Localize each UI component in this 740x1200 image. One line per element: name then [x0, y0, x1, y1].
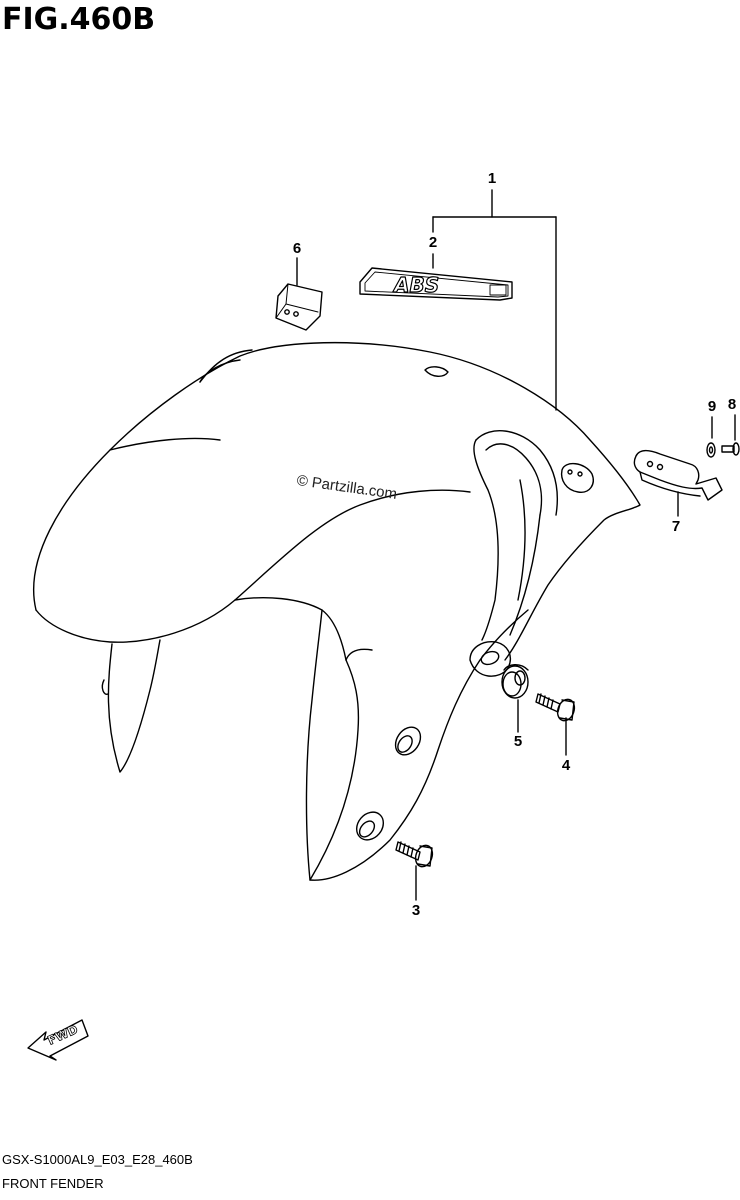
screw-8	[721, 442, 740, 456]
abs-decal-text: ABS	[392, 273, 439, 297]
fwd-arrow-label: FWD	[46, 1022, 80, 1048]
callout-3: 3	[411, 902, 421, 919]
callout-4: 4	[561, 757, 571, 774]
callout-1: 1	[487, 170, 497, 187]
bracket-6	[275, 283, 323, 331]
callout-5: 5	[513, 733, 523, 750]
callout-9: 9	[707, 398, 717, 415]
callout-7: 7	[671, 518, 681, 535]
callout-6: 6	[292, 240, 302, 257]
front-fender	[32, 341, 641, 881]
callout-8: 8	[727, 396, 737, 413]
part-name: FRONT FENDER	[2, 1176, 104, 1191]
callout-2: 2	[428, 234, 438, 251]
washer-9	[706, 442, 716, 458]
figure-title: FIG.460B	[2, 2, 156, 37]
model-code: GSX-S1000AL9_E03_E28_460B	[2, 1152, 193, 1167]
grommet-5	[501, 664, 529, 699]
bolt-4	[535, 693, 576, 722]
clamp-7	[633, 449, 723, 501]
bolt-3	[395, 841, 434, 868]
fwd-arrow-icon: FWD	[27, 1019, 89, 1061]
leader-lines	[296, 189, 736, 901]
abs-decal: ABS	[359, 267, 513, 301]
